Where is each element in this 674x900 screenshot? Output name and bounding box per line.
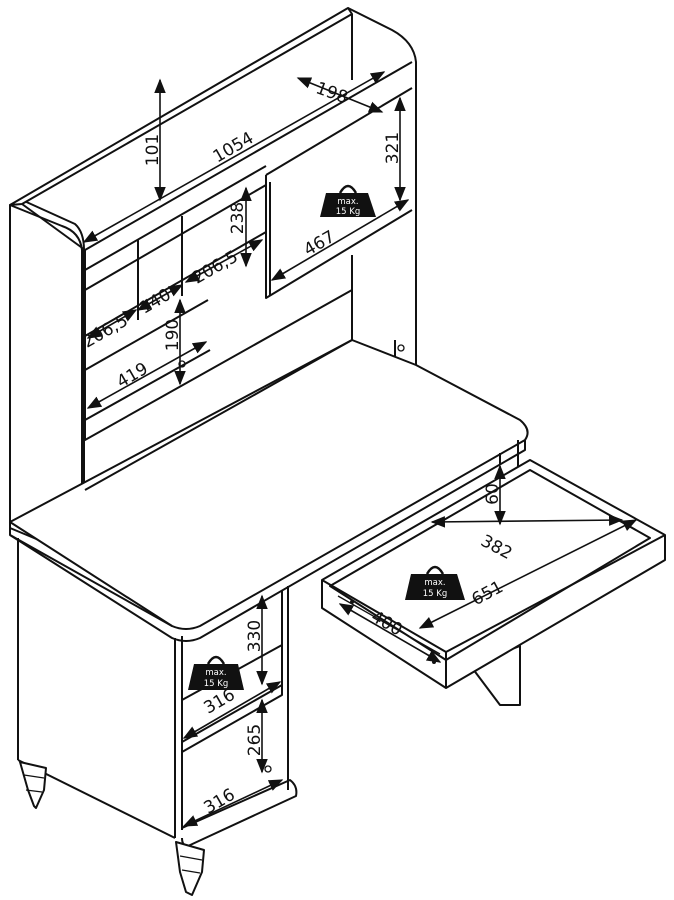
dim-left-cubby-width: 206,5 xyxy=(79,311,131,353)
dim-top-depth: 101 xyxy=(143,134,163,166)
weight-limit-label: 15 Kg xyxy=(423,589,448,599)
right-foot xyxy=(175,841,205,896)
dim-top-shelf-height: 321 xyxy=(383,132,403,164)
dimension-arrows xyxy=(82,71,638,827)
weight-badge-shelf: max. 15 Kg xyxy=(320,184,376,217)
dim-cabinet-lower-width: 316 xyxy=(200,785,238,819)
dim-cabinet-lower-height: 265 xyxy=(245,724,265,756)
dim-center-cubby-width: 140 xyxy=(136,285,174,319)
desk-top xyxy=(9,339,529,642)
dim-top-width: 1054 xyxy=(210,128,257,167)
dim-top-shelf-depth: 198 xyxy=(313,78,350,108)
weight-max-label: max. xyxy=(205,668,226,678)
weight-limit-label: 15 Kg xyxy=(336,207,361,217)
left-foot xyxy=(19,761,47,809)
pedestal-cabinet xyxy=(17,538,298,896)
desktop-surface xyxy=(9,339,529,630)
dim-cubby-height: 238 xyxy=(228,202,248,234)
hutch-top-board xyxy=(9,7,353,206)
weight-badge-cabinet: max. 15 Kg xyxy=(188,655,244,690)
weight-max-label: max. xyxy=(337,197,358,207)
weight-max-label: max. xyxy=(424,578,445,588)
dim-lower-shelf-width: 419 xyxy=(113,359,151,393)
hutch-left-panel xyxy=(9,204,83,559)
dim-drawer-height: 60 xyxy=(483,483,503,505)
dim-right-shelf-width: 467 xyxy=(300,227,338,261)
dim-cabinet-upper-height: 330 xyxy=(245,620,265,652)
dim-middle-cubby-width: 206,5 xyxy=(189,247,241,289)
dim-lower-shelf-height: 190 xyxy=(163,319,183,351)
